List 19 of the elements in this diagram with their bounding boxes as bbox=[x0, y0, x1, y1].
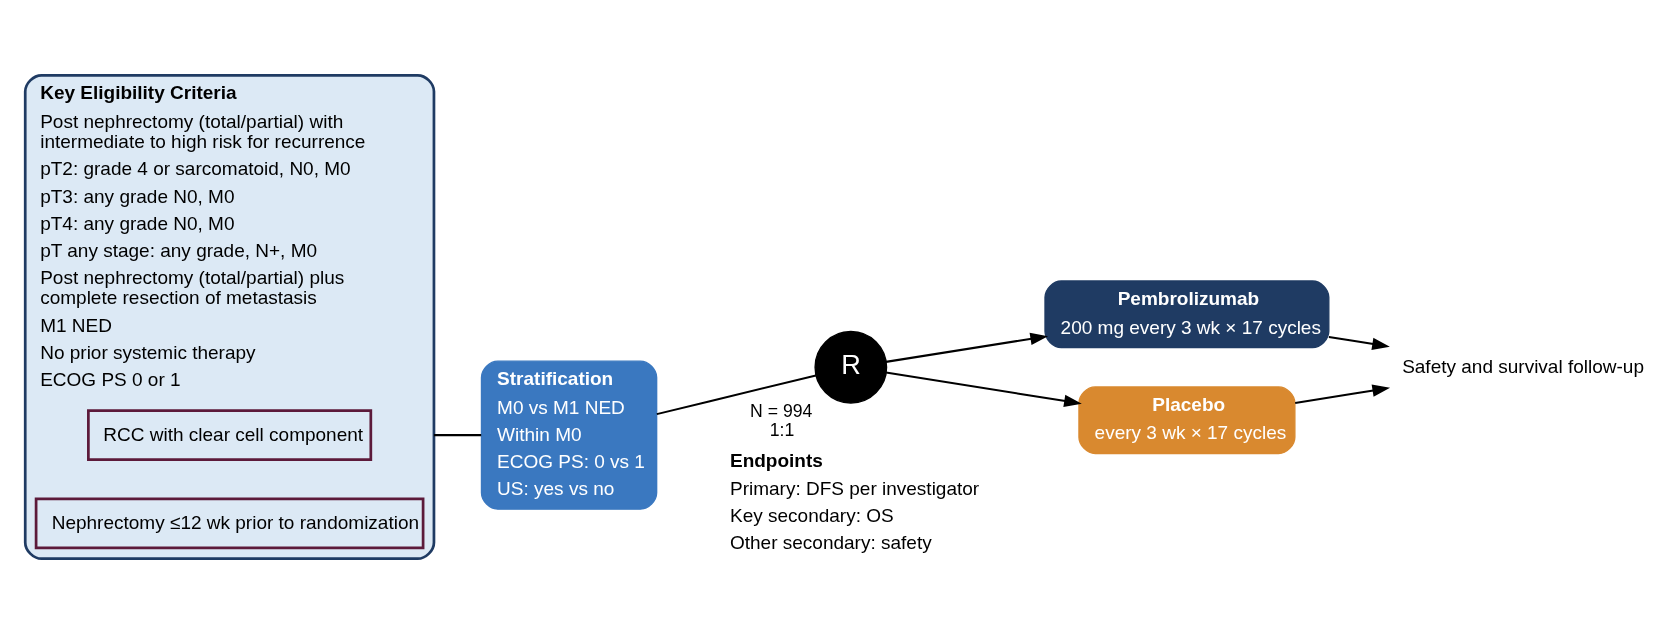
arrow bbox=[885, 332, 1049, 363]
label: Endpoints bbox=[729, 449, 823, 471]
label: Key secondary: OS bbox=[729, 504, 894, 526]
node-box: Placebo every 3 wk × 17 cycles bbox=[1078, 385, 1296, 454]
node-box: Stratification M0 vs M1 NED Within M0 ECOG PS: 0 vs 1 US: yes vs no bbox=[480, 359, 658, 510]
connector bbox=[656, 373, 817, 415]
node-text: Safety and survival follow-up bbox=[1402, 355, 1644, 377]
arrow bbox=[1328, 335, 1390, 350]
label: Primary: DFS per investigator bbox=[729, 477, 980, 499]
node-box: Pembrolizumab 200 mg every 3 wk × 17 cycles bbox=[1044, 279, 1330, 348]
arrow bbox=[1295, 383, 1391, 404]
label: Other secondary: safety bbox=[729, 531, 932, 553]
node-box: RCC with clear cell component bbox=[87, 408, 373, 461]
node-circle: R bbox=[814, 330, 888, 404]
node-label: N = 994 bbox=[750, 400, 813, 421]
node-label: 1:1 bbox=[769, 419, 795, 440]
arrow bbox=[885, 371, 1082, 407]
connector bbox=[433, 433, 482, 436]
node-box: Nephrectomy ≤12 wk prior to randomization bbox=[34, 497, 425, 549]
